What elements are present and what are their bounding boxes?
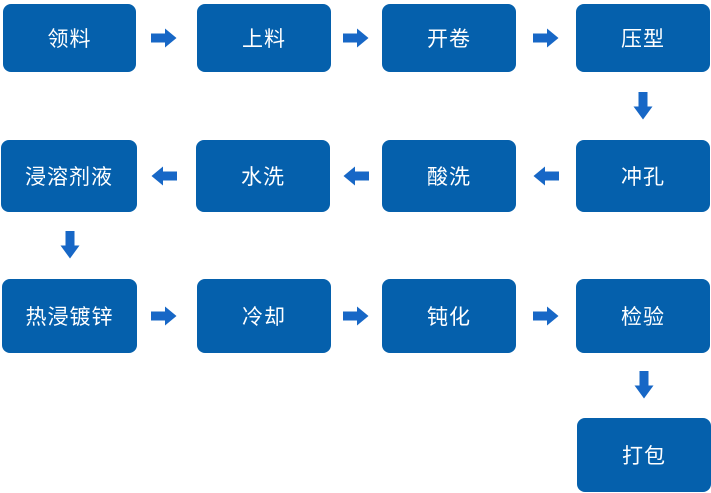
node-flux-dipping: 浸溶剂液 bbox=[1, 140, 137, 212]
arrow-right-icon bbox=[533, 28, 559, 48]
arrow-right-icon bbox=[343, 28, 369, 48]
node-hot-dip-galvanizing: 热浸镀锌 bbox=[2, 279, 137, 353]
arrow-left-icon bbox=[343, 166, 369, 186]
node-press-forming: 压型 bbox=[576, 4, 710, 72]
node-water-rinsing: 水洗 bbox=[196, 140, 330, 212]
node-packing: 打包 bbox=[577, 418, 711, 492]
node-acid-pickling: 酸洗 bbox=[382, 140, 516, 212]
node-passivation: 钝化 bbox=[382, 279, 516, 353]
node-punching: 冲孔 bbox=[576, 140, 710, 212]
arrow-left-icon bbox=[151, 166, 177, 186]
arrow-right-icon bbox=[343, 306, 369, 326]
arrow-right-icon bbox=[533, 306, 559, 326]
arrow-left-icon bbox=[533, 166, 559, 186]
arrow-right-icon bbox=[151, 28, 177, 48]
arrow-down-icon bbox=[633, 92, 653, 120]
node-cooling: 冷却 bbox=[197, 279, 331, 353]
arrow-down-icon bbox=[60, 231, 80, 259]
node-uncoiling: 开卷 bbox=[382, 4, 516, 72]
node-inspection: 检验 bbox=[576, 279, 710, 353]
node-material-loading: 上料 bbox=[197, 4, 331, 72]
arrow-down-icon bbox=[634, 371, 654, 399]
arrow-right-icon bbox=[151, 306, 177, 326]
node-material-requisition: 领料 bbox=[3, 4, 136, 72]
